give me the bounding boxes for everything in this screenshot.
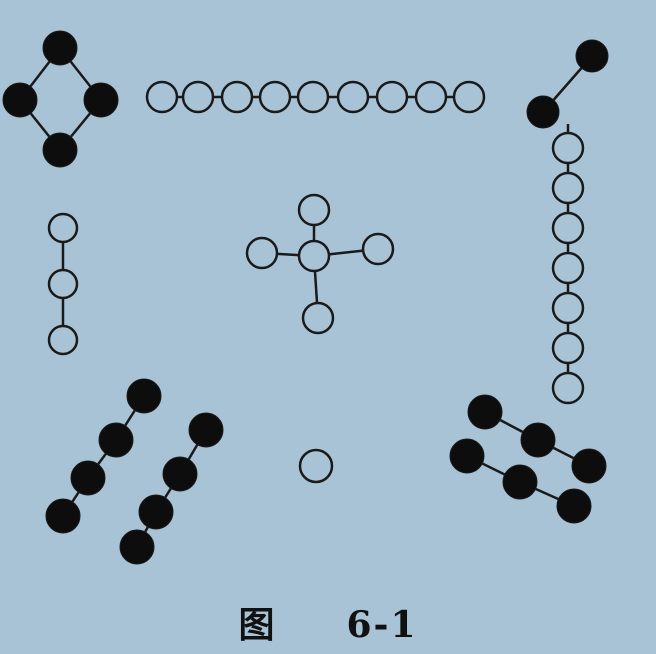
open-bead bbox=[551, 211, 585, 245]
open-bead bbox=[414, 80, 448, 114]
figure-caption: 图 6-1 bbox=[0, 596, 656, 646]
filled-bead bbox=[126, 378, 162, 414]
filled-bead bbox=[45, 498, 81, 534]
diagonal-chain-filled-4 bbox=[45, 378, 162, 534]
filled-bead bbox=[98, 422, 134, 458]
open-bead bbox=[181, 80, 215, 114]
filled-bead bbox=[520, 422, 556, 458]
filled-bead bbox=[138, 494, 174, 530]
diamond-filled-4 bbox=[2, 30, 119, 168]
open-bead bbox=[301, 301, 335, 335]
open-bead bbox=[452, 80, 486, 114]
open-bead bbox=[245, 236, 279, 270]
filled-bead bbox=[42, 30, 78, 66]
vertical-chain-open-3 bbox=[47, 212, 79, 356]
open-bead bbox=[297, 239, 331, 273]
cross-open-5 bbox=[245, 193, 395, 335]
filled-bead bbox=[83, 82, 119, 118]
filled-bead bbox=[42, 132, 78, 168]
filled-bead bbox=[467, 394, 503, 430]
corner-chain-filled-2 bbox=[526, 39, 609, 129]
open-bead bbox=[145, 80, 179, 114]
caption-figure-number: 6-1 bbox=[346, 604, 418, 646]
open-bead bbox=[47, 268, 79, 300]
open-bead bbox=[375, 80, 409, 114]
open-bead bbox=[551, 371, 585, 405]
horizontal-chain-open-9 bbox=[145, 80, 486, 114]
filled-bead bbox=[556, 488, 592, 524]
filled-bead bbox=[449, 438, 485, 474]
open-bead bbox=[47, 212, 79, 244]
open-bead bbox=[296, 80, 330, 114]
filled-bead bbox=[575, 39, 609, 73]
open-bead bbox=[220, 80, 254, 114]
open-bead bbox=[551, 291, 585, 325]
open-bead bbox=[551, 331, 585, 365]
filled-bead bbox=[526, 95, 560, 129]
open-bead bbox=[361, 232, 395, 266]
open-bead bbox=[551, 251, 585, 285]
vertical-chain-open-7 bbox=[551, 124, 585, 405]
filled-bead bbox=[2, 82, 38, 118]
pair-chains-filled-6 bbox=[449, 394, 607, 524]
filled-bead bbox=[188, 412, 224, 448]
filled-bead bbox=[70, 460, 106, 496]
diagonal-chain-filled-4b bbox=[119, 412, 224, 565]
open-bead bbox=[47, 324, 79, 356]
open-bead bbox=[551, 171, 585, 205]
single-open-1 bbox=[298, 448, 334, 484]
open-bead bbox=[298, 448, 334, 484]
caption-figure-word: 图 bbox=[238, 604, 277, 646]
filled-bead bbox=[502, 464, 538, 500]
filled-bead bbox=[162, 456, 198, 492]
filled-bead bbox=[119, 529, 155, 565]
open-bead bbox=[297, 193, 331, 227]
filled-bead bbox=[571, 448, 607, 484]
open-bead bbox=[336, 80, 370, 114]
open-bead bbox=[551, 131, 585, 165]
open-bead bbox=[258, 80, 292, 114]
